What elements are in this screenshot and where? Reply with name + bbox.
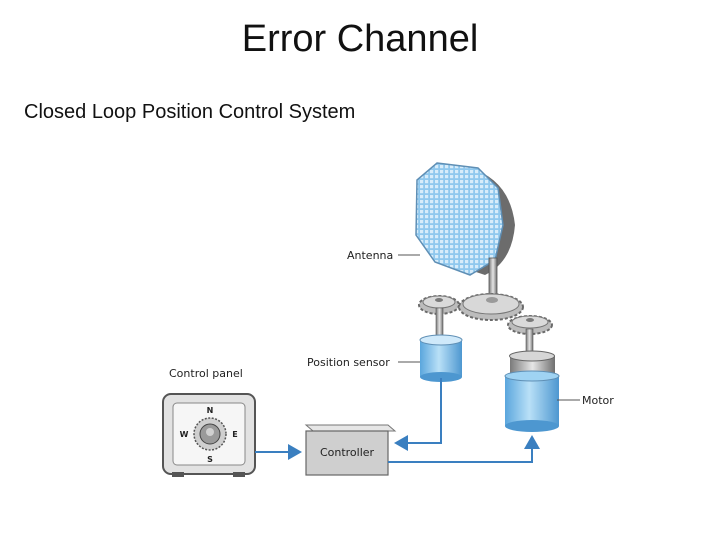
control-dial-icon: N S E W — [162, 393, 256, 477]
controller-box: Controller — [304, 424, 397, 476]
cylinder-sensor-icon — [419, 334, 463, 382]
motor-label: Motor — [582, 394, 614, 407]
slide-title: Error Channel — [241, 18, 479, 60]
position-sensor-label: Position sensor — [307, 356, 390, 369]
dial-west: W — [180, 430, 189, 439]
slide-subtitle: Closed Loop Position Control System — [24, 101, 356, 123]
gear-icon — [418, 293, 553, 335]
motor-icon — [504, 350, 560, 432]
dial-north: N — [207, 406, 214, 415]
sensor-shaft — [435, 307, 444, 337]
controller-to-motor-line — [388, 435, 540, 463]
antenna-label: Antenna — [347, 249, 393, 262]
controller-label: Controller — [320, 446, 375, 459]
dial-south: S — [207, 455, 213, 464]
signal-lines — [255, 378, 540, 463]
sensor-to-controller-line — [394, 378, 442, 451]
leader-lines — [398, 254, 580, 401]
antenna-dish-icon — [415, 162, 515, 301]
control-panel-label: Control panel — [169, 367, 243, 380]
dial-east: E — [232, 430, 237, 439]
